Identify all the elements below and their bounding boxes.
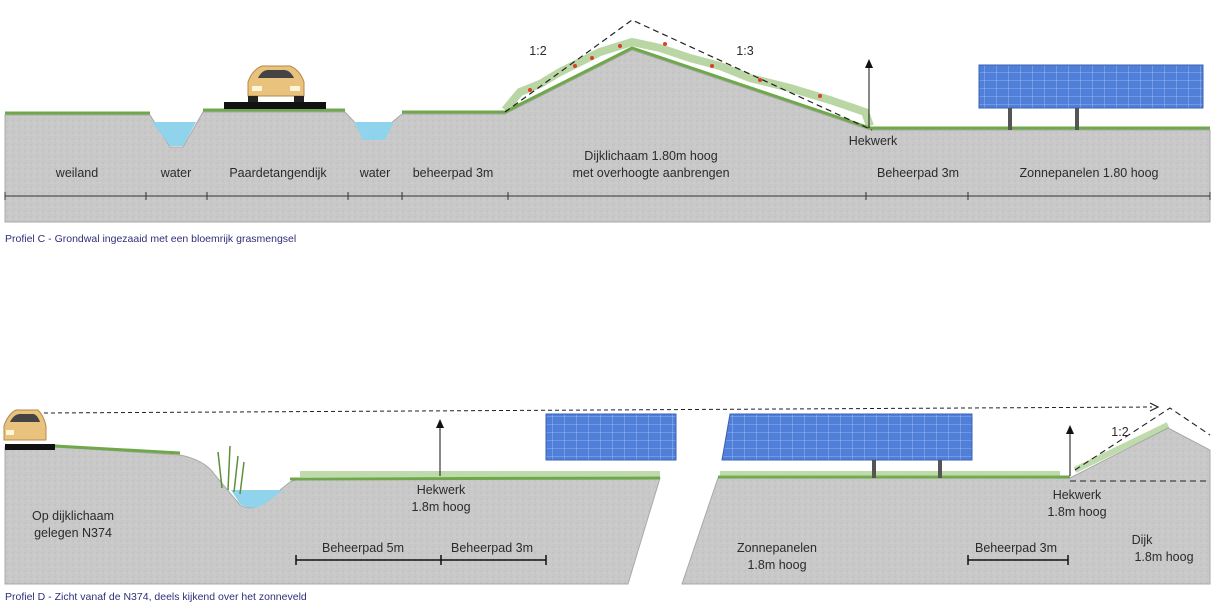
label-dijk: Dijk	[1132, 533, 1154, 547]
label-slope-d: 1:2	[1111, 425, 1128, 439]
label-slope-left: 1:2	[529, 44, 546, 58]
label-beheerpad-2: Beheerpad 3m	[877, 166, 959, 180]
profile-c-grass	[5, 46, 1210, 130]
label-zonnepanelen-d-height: 1.8m hoog	[747, 558, 806, 572]
label-hekwerk-1: Hekwerk	[417, 483, 466, 497]
label-beheerpad: beheerpad 3m	[413, 166, 494, 180]
profile-c-divider	[4, 192, 1211, 200]
profile-d-overheight-line	[1070, 407, 1211, 482]
label-weiland: weiland	[55, 166, 98, 180]
label-dijklichaam-1: Dijklichaam 1.80m hoog	[584, 149, 717, 163]
car-icon	[3, 409, 47, 441]
label-hekwerk-2: Hekwerk	[1053, 488, 1102, 502]
solar-panel-icon	[545, 413, 973, 478]
sight-line-arrow-icon	[43, 402, 1160, 414]
profile-d-water	[231, 490, 283, 508]
label-hekwerk: Hekwerk	[849, 134, 898, 148]
label-dijk-height: 1.8m hoog	[1134, 550, 1193, 564]
label-hekwerk-1-height: 1.8m hoog	[411, 500, 470, 514]
profile-c-flowers	[528, 42, 822, 98]
profile-d: Op dijklichaam gelegen N374 Hekwerk 1.8m…	[3, 402, 1211, 603]
label-op-dijk-1: Op dijklichaam	[32, 509, 114, 523]
profile-d-path-bars	[295, 555, 1069, 565]
profile-d-vegetation	[300, 422, 1170, 477]
label-beheerpad-3a: Beheerpad 3m	[451, 541, 533, 555]
caption-profile-d: Profiel D - Zicht vanaf de N374, deels k…	[5, 591, 307, 603]
fence-arrow-icon	[436, 419, 1074, 476]
profile-d-reeds	[217, 445, 245, 495]
label-op-dijk-2: gelegen N374	[34, 526, 112, 540]
profile-d-ground-left	[4, 446, 661, 585]
car-icon	[247, 65, 305, 102]
profile-c-ground	[4, 49, 1211, 223]
label-paardetangendijk: Paardetangendijk	[229, 166, 327, 180]
label-beheerpad-5: Beheerpad 5m	[322, 541, 404, 555]
label-water-2: water	[359, 166, 391, 180]
label-dijklichaam-2: met overhoogte aanbrengen	[572, 166, 729, 180]
profile-c-road	[224, 102, 326, 109]
profile-c-water-right	[354, 122, 394, 140]
caption-profile-c: Profiel C - Grondwal ingezaaid met een b…	[5, 233, 296, 245]
profile-c-water-left	[152, 122, 196, 146]
profile-c-vegetation	[501, 37, 874, 128]
solar-panel-icon	[978, 64, 1204, 130]
profile-c: weiland water Paardetangendijk water beh…	[4, 19, 1211, 245]
label-zonnepanelen: Zonnepanelen 1.80 hoog	[1019, 166, 1158, 180]
label-slope-right: 1:3	[736, 44, 753, 58]
profile-c-overheight-line	[504, 19, 873, 131]
fence-arrow-icon	[865, 59, 873, 128]
label-hekwerk-2-height: 1.8m hoog	[1047, 505, 1106, 519]
label-beheerpad-3b: Beheerpad 3m	[975, 541, 1057, 555]
profile-d-road	[5, 444, 55, 450]
label-water-1: water	[160, 166, 192, 180]
label-zonnepanelen-d: Zonnepanelen	[737, 541, 817, 555]
